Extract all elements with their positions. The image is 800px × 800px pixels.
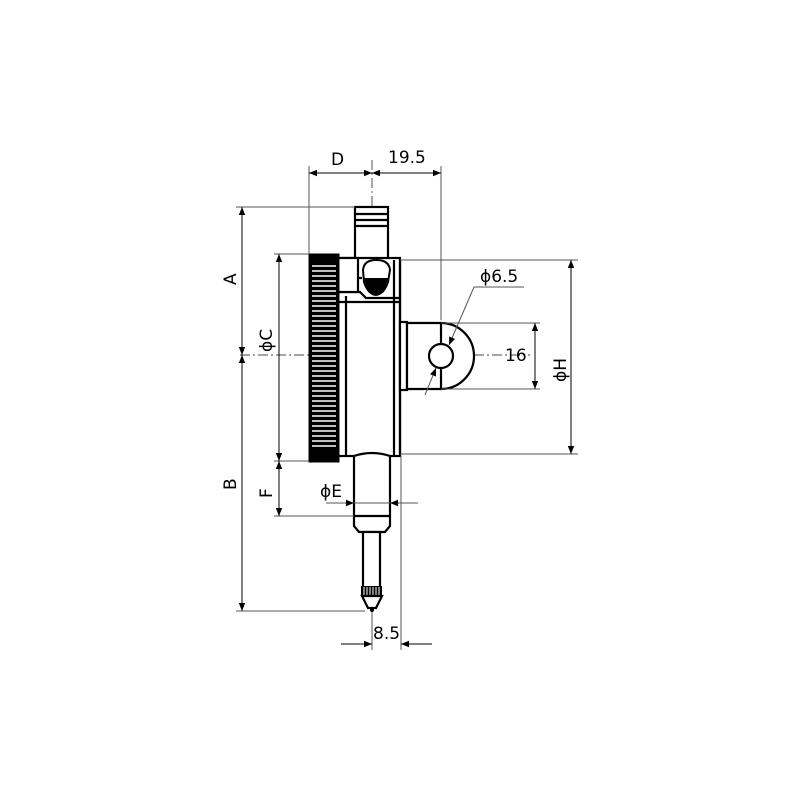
dim-phiH-label: ϕH: [551, 358, 571, 382]
dimension-left-AB: [236, 206, 365, 612]
dim-F-label: F: [257, 488, 277, 498]
dim-A-label: A: [221, 273, 241, 285]
knurled-bezel: [308, 253, 340, 463]
dim-phiE-label: ϕE: [320, 482, 342, 502]
dim-16-label: 16: [505, 346, 527, 366]
dimension-8_5: [341, 456, 432, 650]
dimension-phi6_5: [424, 286, 524, 396]
dimension-phiH: [400, 259, 578, 455]
dim-B-label: B: [221, 478, 241, 490]
back-lug: [398, 320, 476, 392]
dimension-top: [308, 166, 442, 320]
dim-8_5-label: 8.5: [373, 624, 400, 644]
dimension-16: [441, 322, 540, 390]
lower-stem: [352, 451, 392, 612]
dim-phi6_5-label: ϕ6.5: [480, 267, 518, 287]
dim-19_5-label: 19.5: [388, 148, 426, 168]
dimension-F: [274, 461, 354, 517]
dim-phiC-label: ϕC: [257, 329, 277, 352]
stem-top-cap: [353, 205, 390, 264]
dimension-phiC: [274, 253, 309, 462]
clamp-knob: [361, 258, 392, 297]
dim-D-label: D: [331, 150, 344, 170]
